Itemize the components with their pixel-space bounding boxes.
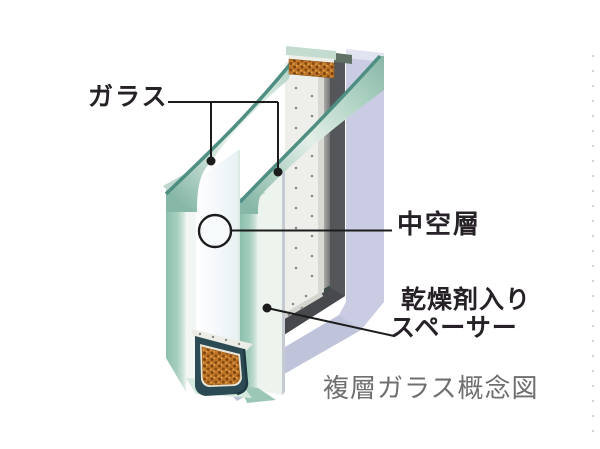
glass-dot-back xyxy=(273,167,283,177)
leader-lines xyxy=(168,101,395,337)
desiccant-beads xyxy=(201,346,241,386)
label-air-layer: 中空層 xyxy=(397,210,482,240)
glass-dot-front xyxy=(206,156,216,166)
label-spacer-line1: 乾燥剤入り xyxy=(401,285,532,314)
label-glass: ガラス xyxy=(88,82,169,111)
label-spacer-line2: スペーサー xyxy=(390,313,518,342)
page-edge-dotted-border xyxy=(592,55,594,441)
diagram-caption: 複層ガラス概念図 xyxy=(323,374,539,404)
air-layer-circle-marker xyxy=(197,213,233,249)
spacer-top-cut xyxy=(286,46,336,79)
spacer-cross-section xyxy=(191,329,253,396)
label-spacer: 乾燥剤入り スペーサー xyxy=(390,286,531,342)
